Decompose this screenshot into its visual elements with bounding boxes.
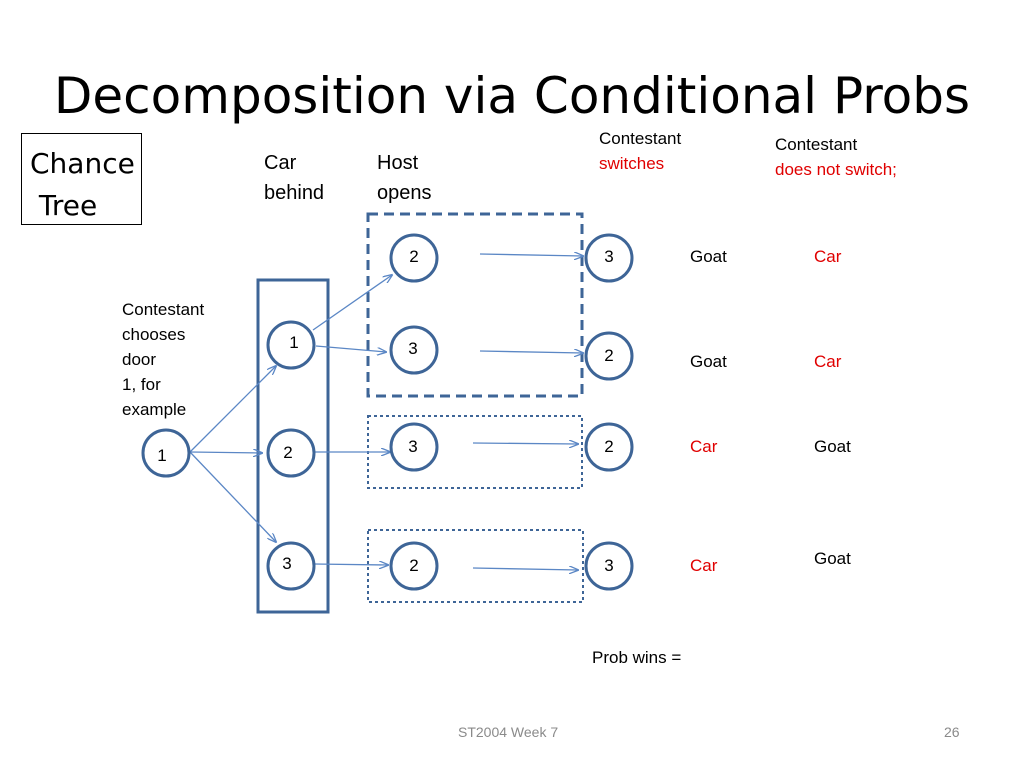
root-node [141, 428, 191, 478]
noswitch-header-line1: Contestant [775, 135, 858, 154]
arrow-root-to-car-1 [189, 366, 276, 453]
final-node-3-label: 2 [604, 437, 613, 456]
host-node-3-label: 3 [408, 437, 417, 456]
car-node-2-label: 2 [283, 443, 292, 462]
arrow-host-to-final-2 [479, 351, 583, 353]
outcome-1-noswitch: Car [814, 247, 842, 266]
arrow-car-1-to-host-3 [315, 345, 386, 352]
arrow-root-to-car-3 [189, 451, 276, 542]
final-node-2 [584, 331, 634, 381]
outcome-1-switch: Goat [690, 247, 727, 266]
chance-tree-box [21, 133, 142, 225]
final-node-1 [584, 233, 634, 283]
final-node-4 [584, 541, 634, 591]
footer-page-number: 26 [944, 724, 960, 740]
host-node-4 [389, 541, 439, 591]
arrow-car-3-to-host-2 [313, 564, 388, 565]
car-1-group-box [366, 212, 584, 398]
host-node-4-label: 2 [409, 556, 418, 575]
footer-course: ST2004 Week 7 [458, 724, 559, 740]
final-node-3 [584, 422, 634, 472]
car-node-2 [266, 428, 316, 478]
outcome-2-noswitch: Car [814, 352, 842, 371]
host-node-2 [389, 325, 439, 375]
root-node-label: 1 [157, 446, 166, 465]
host-node-1-label: 2 [409, 247, 418, 266]
slide-title: Decomposition via Conditional Probs [53, 67, 971, 125]
host-node-3 [389, 422, 439, 472]
car-node-3 [266, 541, 316, 591]
car-node-3-label: 3 [282, 554, 291, 573]
arrow-car-1-to-host-2 [312, 275, 392, 331]
chance-tree-label: Chance Tree [30, 147, 135, 222]
prob-wins-label: Prob wins = [592, 648, 682, 667]
outcome-3-noswitch: Goat [814, 437, 851, 456]
car-behind-header: Car behind [264, 152, 325, 204]
host-node-2-label: 3 [408, 339, 417, 358]
arrow-host-to-final-1 [479, 254, 583, 256]
outcome-3-switch: Car [690, 437, 718, 456]
final-node-1-label: 3 [604, 247, 613, 266]
host-opens-header: Host opens [377, 152, 432, 204]
outcome-2-switch: Goat [690, 352, 727, 371]
contestant-chooses-label: Contestant chooses door 1, for example [122, 300, 205, 419]
arrow-root-to-car-2 [189, 452, 262, 453]
final-node-2-label: 2 [604, 346, 613, 365]
host-node-1 [389, 233, 439, 283]
outcome-4-switch: Car [690, 556, 718, 575]
car-node-1-label: 1 [289, 333, 298, 352]
noswitch-header-line2: does not switch; [775, 160, 897, 179]
car-behind-column-box [256, 278, 330, 614]
outcome-4-noswitch: Goat [814, 549, 851, 568]
final-node-4-label: 3 [604, 556, 613, 575]
switch-header-line2: switches [599, 154, 665, 173]
arrow-host-to-final-4 [472, 568, 578, 570]
arrow-host-to-final-3 [472, 443, 578, 444]
switch-header-line1: Contestant [599, 129, 682, 148]
car-node-1 [266, 320, 316, 370]
